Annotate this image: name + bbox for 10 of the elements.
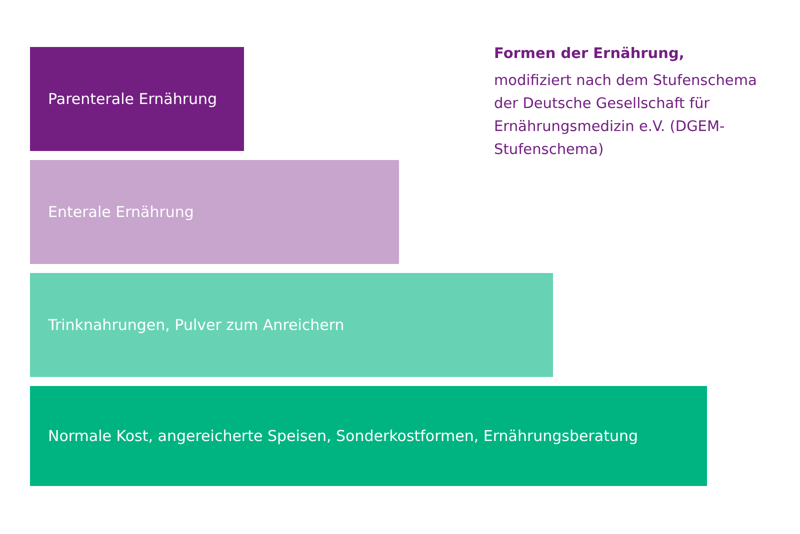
bar-label: Enterale Ernährung [48,203,194,221]
diagram-title: Formen der Ernährung, [494,46,684,62]
diagram-caption: modifiziert nach dem Stufenschema der Deutsche Gesellschaft für Ernährungsmedizin e.V. (DGEM-Stufenschema) [494,72,758,160]
bar-label: Normale Kost, angereicherte Speisen, Sonderkostformen, Ernährungsberatung [48,427,638,445]
bar-label: Trinknahrungen, Pulver zum Anreichern [48,316,344,334]
step-bar [30,160,399,264]
step-bar [30,273,553,377]
step-bar [30,47,244,151]
bar-label: Parenterale Ernährung [48,90,218,108]
step-bar [30,386,707,486]
